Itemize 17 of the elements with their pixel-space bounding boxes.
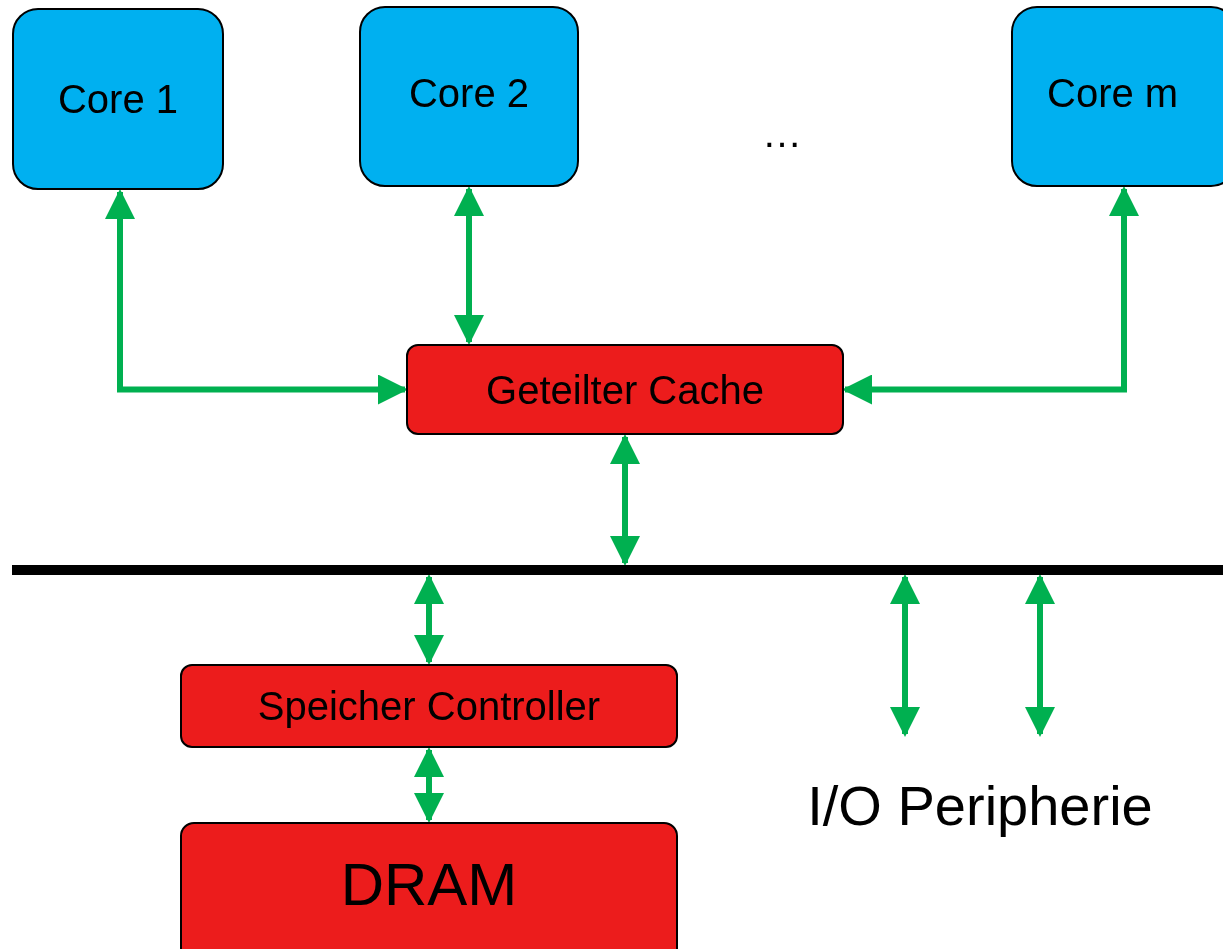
- core-box: Core 2: [359, 6, 579, 187]
- double-arrow: [1025, 574, 1055, 737]
- controller-box: Speicher Controller: [180, 664, 678, 748]
- double-arrow: [414, 574, 444, 665]
- double-arrow: [610, 434, 640, 566]
- double-arrow: [105, 189, 408, 405]
- double-arrow: [890, 574, 920, 737]
- bus-bar: [12, 565, 1223, 575]
- cache-box: Geteilter Cache: [406, 344, 844, 435]
- core-box: Core m: [1011, 6, 1223, 187]
- io-label: I/O Peripherie: [770, 736, 1190, 866]
- double-arrow: [414, 747, 444, 823]
- double-arrow: [454, 186, 484, 345]
- core-box: Core 1: [12, 8, 224, 190]
- double-arrow: [842, 186, 1139, 405]
- memory-box: DRAM: [180, 822, 678, 949]
- ellipsis-label: …: [762, 110, 802, 157]
